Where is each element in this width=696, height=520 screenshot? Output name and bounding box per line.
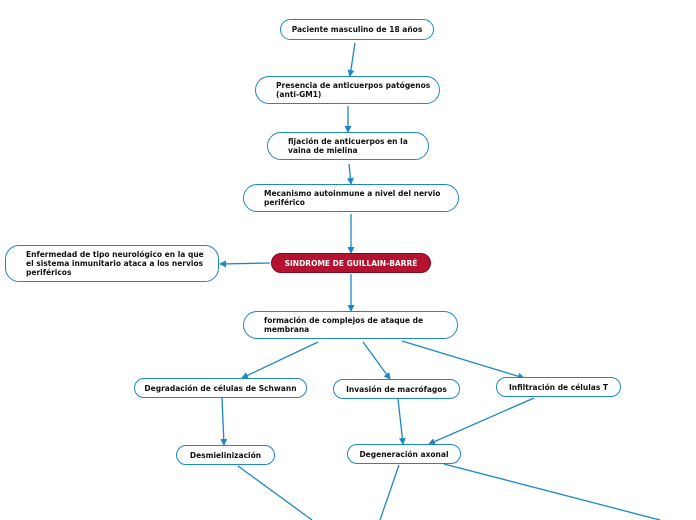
edge-macrofagos-axonal: [397, 398, 406, 445]
node-paciente-label: Paciente masculino de 18 años: [291, 25, 423, 34]
edge-axonal-offscreen-right: [443, 463, 661, 520]
edge-schwann-desmielinizacion: [220, 397, 228, 446]
node-fijacion[interactable]: fijación de anticuerpos en la vaina de m…: [267, 132, 429, 160]
node-mecanismo-label: Mecanismo autoinmune a nivel del nervio …: [264, 189, 441, 207]
edge-desmielinizacion-offscreen: [237, 465, 313, 520]
node-desmielinizacion-label: Desmielinización: [189, 450, 262, 460]
node-paciente[interactable]: Paciente masculino de 18 años: [280, 19, 434, 40]
node-axonal[interactable]: Degeneración axonal: [347, 444, 461, 464]
edge-axonal-offscreen-left: [379, 464, 400, 520]
edge-sindrome-enfermedad: [219, 260, 271, 268]
node-formacion-label: formación de complejos de ataque de memb…: [264, 316, 424, 334]
node-formacion[interactable]: formación de complejos de ataque de memb…: [243, 311, 458, 339]
node-linfocitos[interactable]: Infiltración de células T: [496, 377, 621, 397]
node-enfermedad[interactable]: Enfermedad de tipo neurológico en la que…: [5, 245, 219, 282]
edge-linfocitos-axonal: [428, 397, 535, 445]
edge-formacion-schwann: [241, 341, 319, 379]
edge-formacion-linfocitos: [401, 340, 525, 380]
node-enfermedad-label: Enfermedad de tipo neurológico en la que…: [26, 250, 204, 277]
node-fijacion-label: fijación de anticuerpos en la vaina de m…: [288, 137, 408, 155]
node-macrofagos[interactable]: Invasión de macrófagos: [333, 379, 460, 399]
node-sindrome[interactable]: SINDROME DE GUILLAIN-BARRÉ: [271, 253, 431, 273]
node-macrofagos-label: Invasión de macrófagos: [346, 384, 447, 394]
node-anticuerpos[interactable]: Presencia de anticuerpos patógenos (anti…: [255, 76, 440, 104]
edge-fijacion-mecanismo: [346, 163, 354, 185]
node-desmielinizacion[interactable]: Desmielinización: [176, 445, 275, 465]
node-schwann-label: Degradación de células de Schwann: [144, 383, 297, 393]
node-axonal-label: Degeneración axonal: [359, 449, 449, 459]
node-linfocitos-label: Infiltración de células T: [508, 382, 609, 392]
edge-formacion-macrofagos: [362, 341, 391, 380]
node-sindrome-label: SINDROME DE GUILLAIN-BARRÉ: [284, 258, 418, 268]
node-anticuerpos-label: Presencia de anticuerpos patógenos (anti…: [276, 81, 431, 99]
node-schwann[interactable]: Degradación de células de Schwann: [134, 378, 307, 398]
node-mecanismo[interactable]: Mecanismo autoinmune a nivel del nervio …: [243, 184, 459, 212]
edge-paciente-anticuerpos: [347, 42, 356, 77]
